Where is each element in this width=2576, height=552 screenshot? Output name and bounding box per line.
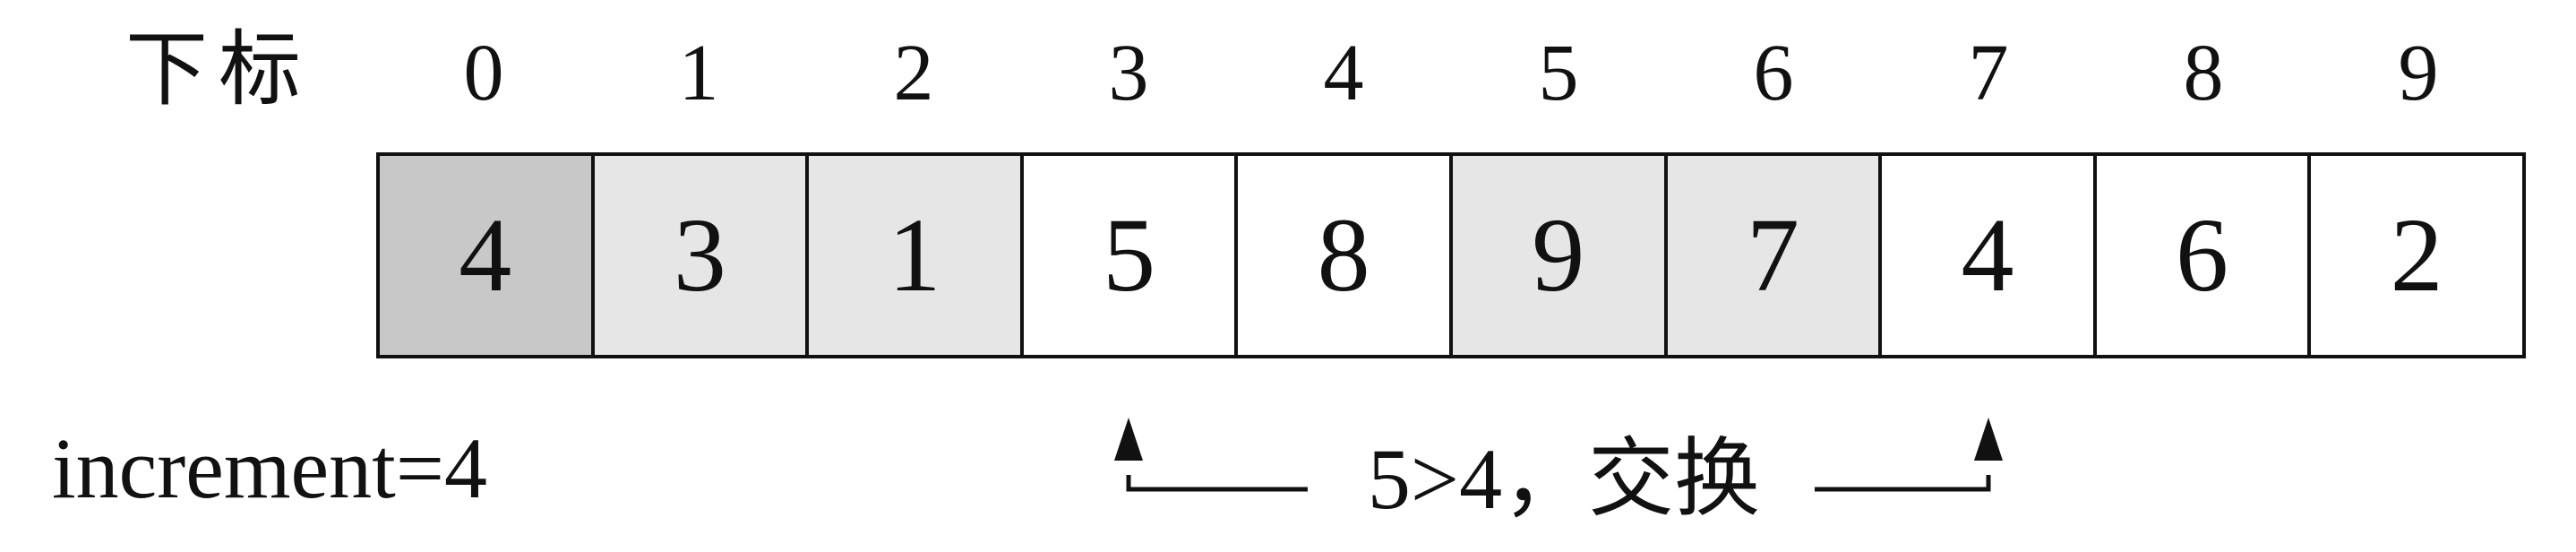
arrow-up-icon (1974, 418, 2003, 461)
increment-label: increment=4 (52, 420, 487, 516)
index-row: 0 1 2 3 4 5 6 7 8 9 (376, 20, 2526, 127)
connector-right-line (1809, 475, 1991, 492)
index-cell: 4 (1323, 29, 1364, 117)
array-cell: 3 (594, 156, 810, 355)
array-cell: 4 (1882, 156, 2097, 355)
index-cell: 1 (678, 29, 719, 117)
arrow-up-icon (1114, 418, 1143, 461)
array-cell: 6 (2096, 156, 2312, 355)
index-cell: 6 (1753, 29, 1794, 117)
index-cell: 7 (1968, 29, 2009, 117)
index-cell: 5 (1538, 29, 1579, 117)
connector-left-line (1126, 475, 1308, 492)
index-cell: 3 (1108, 29, 1149, 117)
array-cell: 7 (1667, 156, 1883, 355)
array-row: 4 3 1 5 8 9 7 4 6 2 (376, 152, 2526, 358)
index-row-label: 下标 (125, 22, 313, 117)
index-cell: 8 (2183, 29, 2224, 117)
array-cell: 8 (1238, 156, 1453, 355)
array-cell: 4 (380, 156, 595, 355)
array-cell: 9 (1452, 156, 1668, 355)
swap-label: 5>4，交换 (1313, 421, 1815, 538)
index-cell: 2 (893, 29, 934, 117)
array-cell: 1 (809, 156, 1024, 355)
index-cell: 9 (2398, 29, 2439, 117)
index-cell: 0 (463, 29, 504, 117)
array-cell: 5 (1023, 156, 1239, 355)
array-cell: 2 (2311, 156, 2522, 355)
